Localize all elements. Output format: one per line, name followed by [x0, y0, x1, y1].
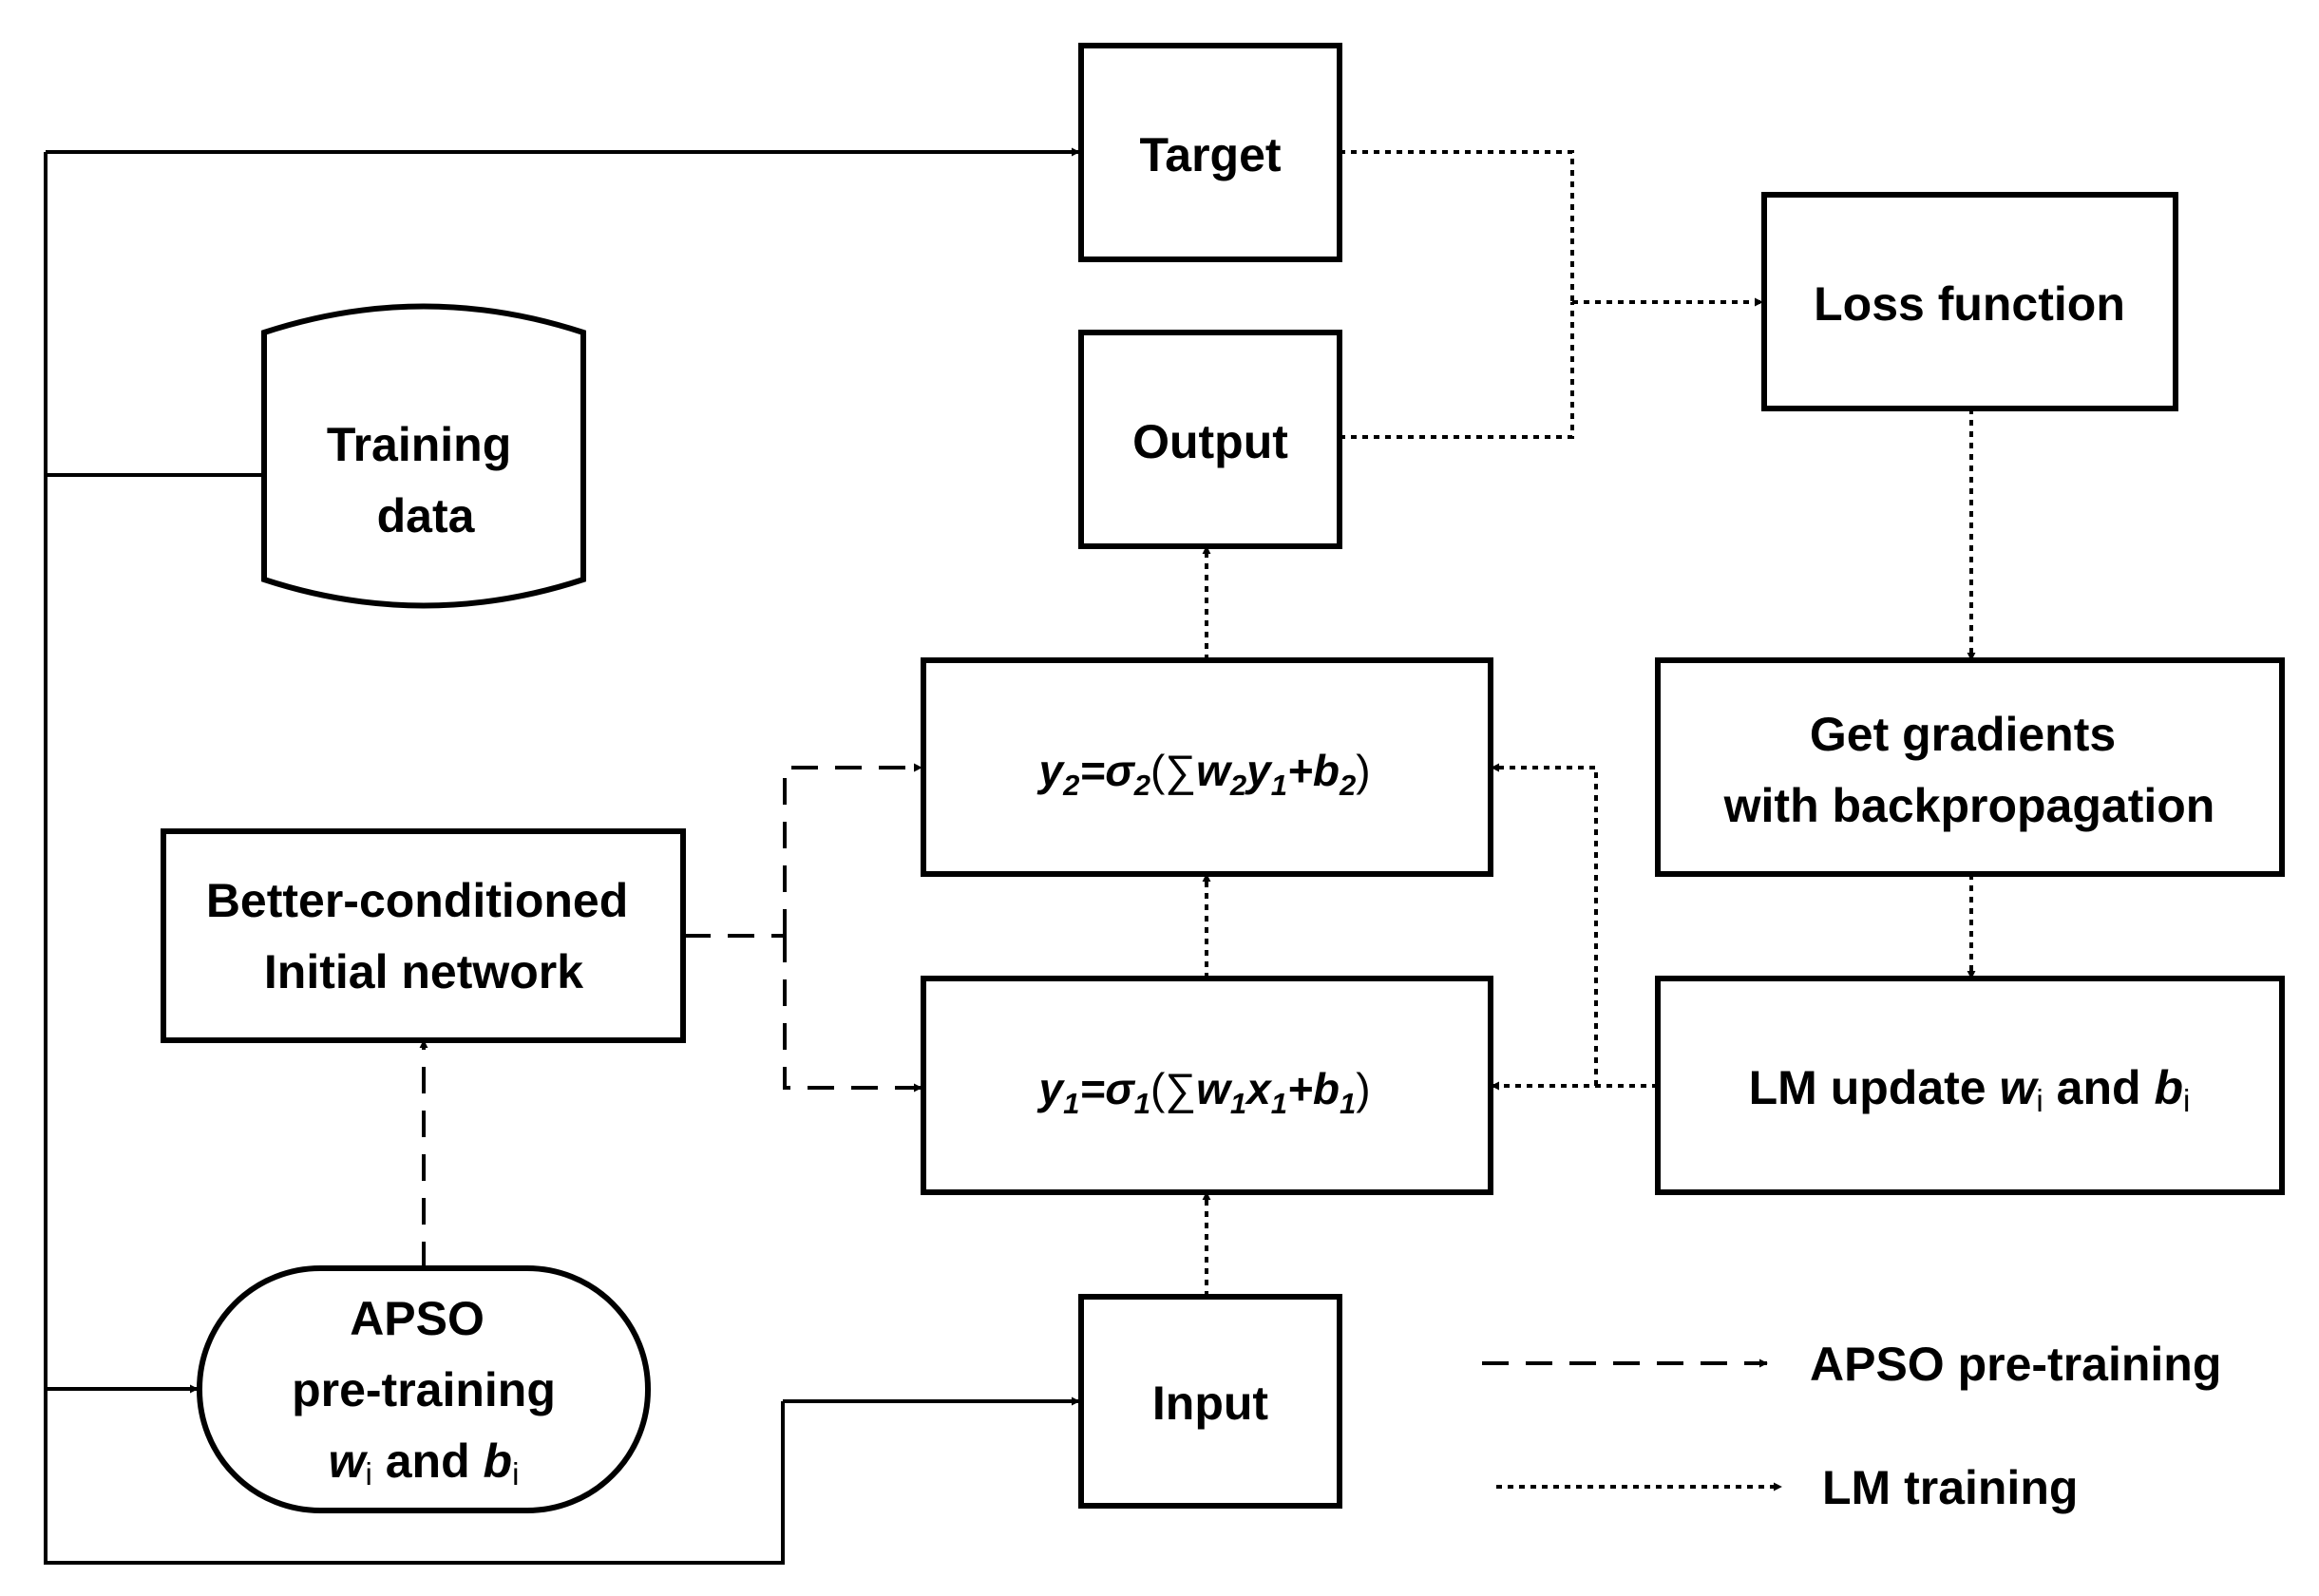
lm-update-box: LM update wi and bi — [1655, 976, 2285, 1195]
lm-update-to-layer2-arrow — [1491, 763, 1598, 1086]
input-box: Input — [1078, 1294, 1342, 1509]
output-to-merge-line — [1340, 302, 1574, 439]
layer2-equation: y2=σ2(∑w2y1+b2) — [1036, 746, 1370, 802]
apso-pretraining-terminal: APSO pre-training wi and bi — [197, 1265, 651, 1513]
loss-function-label: Loss function — [1814, 277, 2125, 331]
dashed-connectors — [419, 763, 922, 1268]
left-bus-line — [44, 152, 785, 1565]
get-gradients-line1: Get gradients — [1810, 708, 2116, 761]
legend-dotted-label: LM training — [1822, 1461, 2078, 1514]
junction-to-layer2-arrow — [783, 763, 922, 936]
output-label: Output — [1132, 415, 1288, 468]
input-label: Input — [1152, 1377, 1269, 1430]
get-gradients-box: Get gradients with backpropagation — [1655, 657, 2285, 877]
better-conditioned-line2: Initial network — [264, 945, 583, 998]
get-gradients-line2: with backpropagation — [1723, 779, 2215, 832]
better-conditioned-box: Better-conditioned Initial network — [161, 828, 686, 1043]
lm-update-label: LM update wi and bi — [1749, 1061, 2191, 1118]
output-box: Output — [1078, 330, 1342, 549]
apso-line3: wi and bi — [329, 1434, 520, 1492]
training-data-line1: Training — [327, 418, 511, 471]
legend: APSO pre-training LM training — [1482, 1338, 2221, 1514]
layer2-box: y2=σ2(∑w2y1+b2) — [921, 657, 1493, 877]
target-box: Target — [1078, 43, 1342, 262]
better-conditioned-label: Better-conditioned Initial network — [206, 874, 641, 998]
apso-pretraining-label: APSO pre-training — [292, 1292, 556, 1416]
layer1-box: y1=σ1(∑w1x1+b1) — [921, 976, 1493, 1195]
apso-line1: APSO — [350, 1292, 485, 1345]
target-label: Target — [1139, 128, 1281, 181]
training-data-cylinder: Training data — [261, 303, 586, 609]
better-conditioned-line1: Better-conditioned — [206, 874, 628, 927]
target-to-merge-line — [1340, 150, 1574, 302]
solid-connectors — [44, 147, 1080, 1565]
training-data-label: Training data — [327, 418, 524, 542]
dotted-connectors — [1202, 150, 1976, 1297]
training-data-line2: data — [377, 489, 476, 542]
legend-dashed-label: APSO pre-training — [1810, 1338, 2221, 1391]
layer1-equation: y1=σ1(∑w1x1+b1) — [1036, 1064, 1370, 1120]
junction-to-layer1-arrow — [783, 936, 922, 1092]
apso-line2: pre-training — [292, 1363, 556, 1416]
loss-function-box: Loss function — [1761, 192, 2178, 411]
get-gradients-label: Get gradients with backpropagation — [1723, 708, 2215, 832]
